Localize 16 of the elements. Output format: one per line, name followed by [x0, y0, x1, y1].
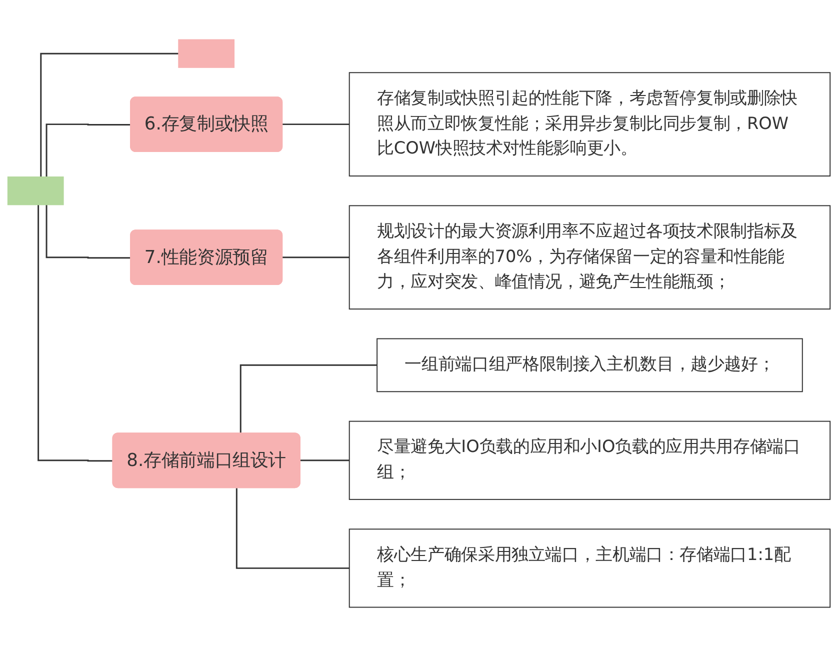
- connector: [46, 124, 132, 177]
- connector: [240, 364, 378, 434]
- connector: [236, 488, 350, 569]
- connector: [282, 124, 350, 126]
- node-box: 尽量避免大IO负载的应用和小IO负载的应用共用存储端口组；: [348, 420, 831, 500]
- connector: [282, 256, 350, 259]
- connector: [300, 460, 350, 462]
- node-box: 核心生产确保采用独立端口，主机端口：存储端口1:1配置；: [348, 528, 831, 608]
- node-box: [7, 176, 64, 206]
- connector: [46, 204, 132, 259]
- node-box: 规划设计的最大资源利用率不应超过各项技术限制指标及各组件利用率的70%，为存储保留一定的容量和性能能力，应对突发、峰值情况，避免产生性能瓶颈；: [348, 205, 831, 310]
- node-box: 一组前端口组严格限制接入主机数目，越少越好；: [376, 338, 803, 392]
- connector: [40, 52, 179, 177]
- connector: [38, 204, 114, 462]
- node-box: [178, 39, 235, 68]
- node-box: 存储复制或快照引起的性能下降，考虑暂停复制或删除快照从而立即恢复性能；采用异步复制比同步复制，ROW比COW快照技术对性能影响更小。: [348, 72, 831, 176]
